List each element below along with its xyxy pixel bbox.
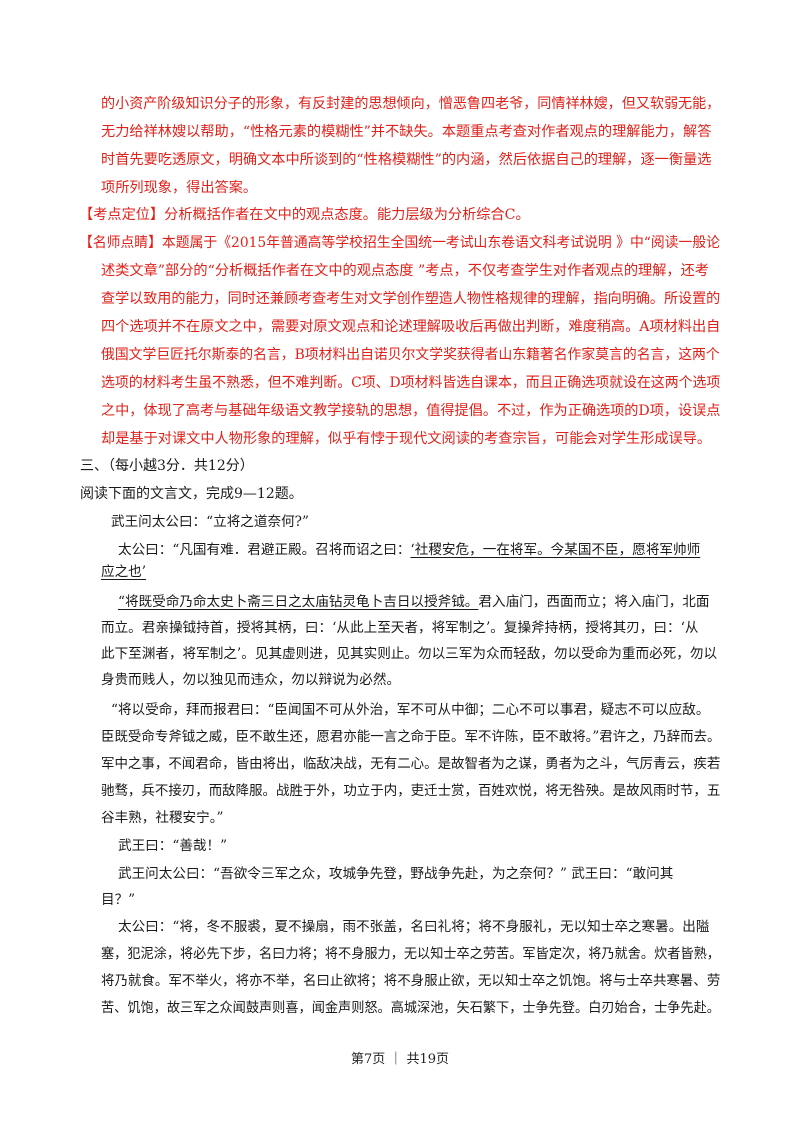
page-footer: 第7页 ｜ 共19页 [350, 1052, 450, 1067]
mingshi-line-7: 之中，体现了高考与基础年级语文教学接轨的思想，值得提倡。不过，作为正确选项的D项… [101, 403, 721, 419]
classical-p5: 武王曰：“善哉！” [118, 838, 228, 854]
classical-p4-line-2: 臣既受命专斧钺之威，臣不敢生还，愿君亦能一言之命于臣。军不许陈，臣不敢将。”君许… [101, 729, 721, 745]
reading-instruction: 阅读下面的文言文，完成9—12题。 [80, 486, 303, 502]
mingshi-line-2: 述类文章”部分的“分析概括作者在文中的观点态度 ”考点，不仅考查学生对作者观点的… [101, 263, 709, 279]
classical-p7-line-2: 塞，犯泥涂，将必先下步，名曰力将；将不身服力，无以知士卒之劳苦。军皆定次，将乃就… [101, 946, 720, 962]
classical-p3-line-1: “将既受命乃命太史卜斋三日之太庙钻灵龟卜吉日以授斧钺。君入庙门，西面而立；将入庙… [118, 592, 709, 612]
classical-p4-line-4: 驰骛，兵不接刃，而敌降服。战胜于外，功立于内，吏迁士赏，百姓欢悦，将无咎殃。是故… [101, 783, 721, 799]
classical-p2-text: 太公曰：“凡国有难．君避正殿。召将而诏之曰： [118, 542, 411, 558]
mingshi-line-5: 俄国文学巨匠托尔斯泰的名言，B项材料出自诺贝尔文学奖获得者山东籍著名作家莫言的名… [101, 347, 720, 363]
classical-p4-line-5: 谷丰熟，社稷安宁。” [101, 810, 224, 826]
mingshi-line-3: 查学以致用的能力，同时还兼顾考查考生对文学创作塑造人物性格规律的理解，指向明确。… [101, 291, 721, 307]
kaodian-line: 【考点定位】分析概括作者在文中的观点态度。能力层级为分析综合C。 [79, 207, 530, 223]
classical-p3-line-3: 此下至渊者，将军制之’。见其虚则进，见其实则止。勿以三军为众而轻敌，勿以受命为重… [101, 646, 718, 662]
mingshi-line-4: 四个选项并不在原文之中，需要对原文观点和论述理解吸收后再做出判断，难度稍高。A项… [101, 319, 721, 335]
classical-p2-underlined: ‘社稷安危，一在将军。今某国不臣，愿将军帅师 [410, 542, 701, 558]
mingshi-line-8: 却是基于对课文中人物形象的理解，似乎有悖于现代文阅读的考查宗旨，可能会对学生形成… [101, 431, 712, 447]
classical-p3-underlined: “将既受命乃命太史卜斋三日之太庙钻灵龟卜吉日以授斧钺。 [118, 594, 479, 610]
answer-analysis-line-4: 项所列现象，得出答案。 [101, 180, 258, 196]
mingshi-line-6: 选项的材料考生虽不熟悉，但不难判断。C项、D项材料皆选自课本，而且正确选项就设在… [101, 375, 721, 391]
mingshi-line-1: 【名师点睛】本题属于《2015年普通高等学校招生全国统一考试山东卷语文科考试说明… [79, 235, 720, 251]
classical-p3-text: 君入庙门，西面而立；将入庙门，北面 [478, 594, 710, 610]
classical-p3-line-2: 而立。君亲操钺持首，授将其柄，曰：‘从此上至天者，将军制之’。复操斧持柄，授将其… [101, 620, 699, 636]
classical-p3-line-4: 身贵而贱人，勿以独见而违众，勿以辩说为必然。 [101, 672, 401, 688]
classical-p1: 武王问太公曰：“立将之道奈何?” [111, 514, 309, 530]
answer-analysis-line-3: 时首先要吃透原文，明确文本中所谈到的“性格模糊性”的内涵，然后依据自己的理解，逐… [101, 152, 712, 168]
classical-p7-line-4: 苦、饥饱，故三军之众闻鼓声则喜，闻金声则怒。高城深池，矢石繁下，士争先登。白刃始… [101, 1000, 720, 1016]
section-heading: 三、（每小越3分．共12分） [80, 458, 254, 474]
classical-p6-line-2: 目？” [101, 892, 136, 908]
classical-p2-line-2: 应之也’ [101, 564, 147, 580]
classical-p7-line-3: 将乃就食。军不举火，将亦不举，名曰止欲将；将不身服止欲，无以知士卒之饥饱。将与士… [101, 973, 721, 989]
answer-analysis-line-2: 无力给祥林嫂以帮助，“性格元素的模糊性”并不缺失。本题重点考查对作者观点的理解能… [101, 124, 712, 140]
classical-p4-line-1: “将以受命，拜而报君曰：“臣闻国不可从外治，军不可从中御；二心不可以事君，疑志不… [111, 702, 710, 718]
classical-p7-line-1: 太公曰：“将，冬不服裘，夏不操扇，雨不张盖，名曰礼将；将不身服礼，无以知士卒之寒… [118, 919, 710, 935]
classical-p2-line-1: 太公曰：“凡国有难．君避正殿。召将而诏之曰：‘社稷安危，一在将军。今某国不臣，愿… [118, 540, 700, 560]
classical-p6-line-1: 武王问太公曰：“吾欲令三军之众，攻城争先登，野战争先赴，为之奈何？” 武王曰：“… [118, 866, 674, 882]
classical-p4-line-3: 军中之事，不闻君命，皆由将出，临敌决战，无有二心。是故智者为之谋，勇者为之斗，气… [101, 756, 721, 772]
answer-analysis-line-1: 的小资产阶级知识分子的形象，有反封建的思想倾向，憎恶鲁四老爷，同情祥林嫂，但又软… [101, 96, 721, 112]
